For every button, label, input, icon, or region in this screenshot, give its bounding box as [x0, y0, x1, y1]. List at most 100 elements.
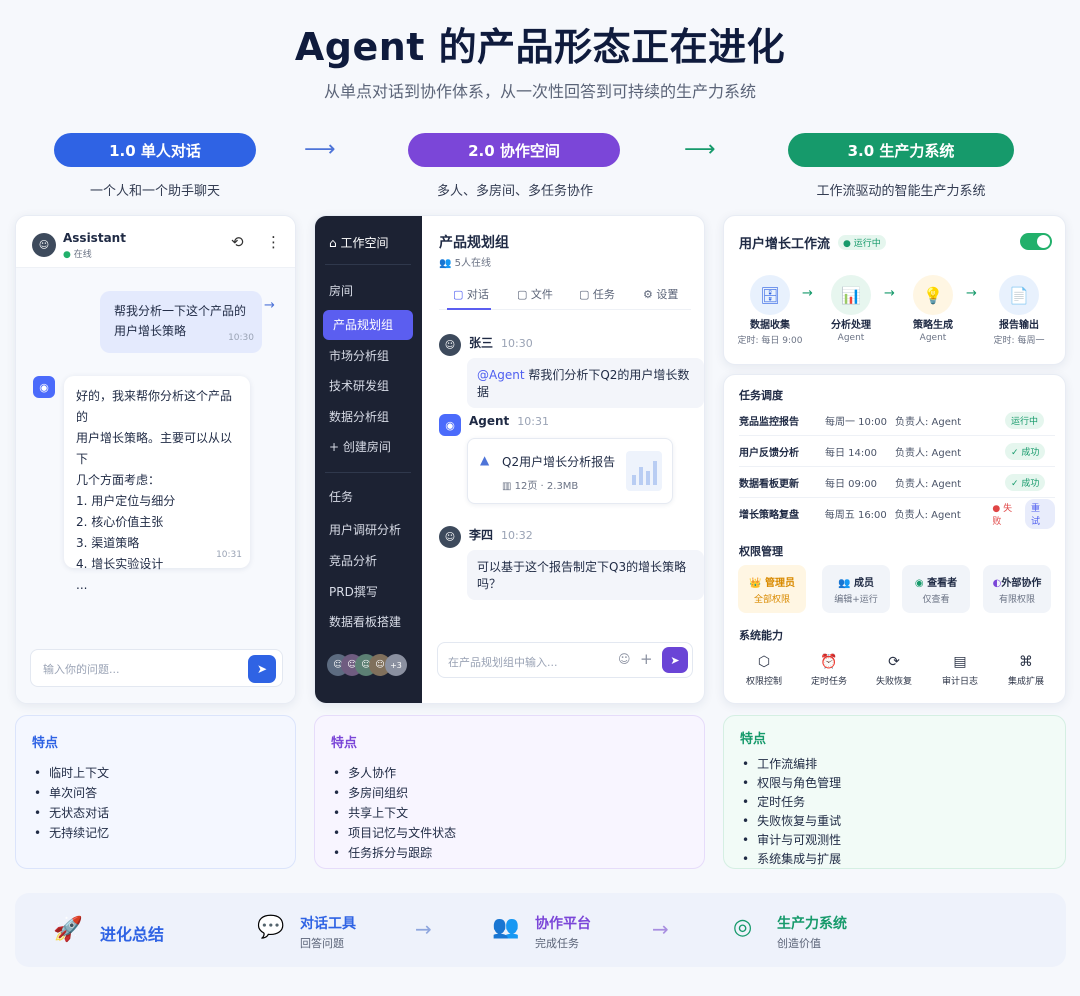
table-row[interactable]: 竞品监控报告 每周一 10:00 负责人: Agent 运行中	[739, 405, 1055, 436]
schedule-title: 任务调度	[739, 389, 783, 402]
page-subtitle: 从单点对话到协作体系，从一次性回答到可持续的生产力系统	[323, 82, 756, 101]
eye-icon: ◉	[914, 578, 924, 589]
list-item: 临时上下文	[34, 763, 295, 783]
stage-arrow-2: ⟶	[684, 137, 716, 162]
sidebar-item-room-1[interactable]: 产品规划组	[323, 310, 413, 340]
list-item: 无持续记忆	[34, 823, 295, 843]
status-badge: ✓ 成功	[1005, 473, 1046, 491]
table-row[interactable]: 用户反馈分析 每日 14:00 负责人: Agent ✓ 成功	[739, 436, 1055, 467]
list-item: 单次问答	[34, 783, 295, 803]
room-input[interactable]: 在产品规划组中输入... ☺ + ➤	[437, 642, 693, 678]
stage-3-pill: 3.0 生产力系统	[788, 133, 1014, 167]
sidebar-item-task-4[interactable]: 数据看板搭建	[329, 615, 402, 629]
database-icon: 🗄	[750, 275, 790, 315]
arrow-icon: →	[884, 286, 895, 301]
cap-integration[interactable]: ⌘集成扩展	[994, 654, 1058, 687]
perm-title: 权限管理	[739, 545, 783, 558]
integration-icon: ⌘	[1019, 654, 1033, 670]
retry-button[interactable]: 重试	[1025, 498, 1055, 529]
cap-recovery[interactable]: ⟳失败恢复	[862, 654, 926, 687]
workflow-node-label: 报告输出	[999, 320, 1039, 331]
more-icon[interactable]: ⋮	[266, 233, 281, 251]
send-button[interactable]: ➤	[662, 647, 688, 673]
status-badge: ● 运行中	[838, 235, 886, 250]
refresh-icon: ⟳	[888, 654, 900, 670]
history-icon[interactable]: ⟲	[231, 233, 244, 251]
file-name: Q2用户增长分析报告	[502, 455, 616, 469]
tab-settings[interactable]: ⚙ 设置	[643, 288, 679, 301]
room-title: 产品规划组	[439, 235, 509, 251]
schedule-table: 竞品监控报告 每周一 10:00 负责人: Agent 运行中 用户反馈分析 每…	[739, 405, 1055, 529]
list-item: 多房间组织	[333, 783, 704, 803]
table-row[interactable]: 数据看板更新 每日 09:00 负责人: Agent ✓ 成功	[739, 467, 1055, 498]
analytics-icon: 📊	[831, 275, 871, 315]
tab-chat[interactable]: ▢ 对话	[453, 288, 489, 301]
status-badge: ● 失败	[992, 503, 1013, 527]
chat-input[interactable]: 输入你的问题... ➤	[30, 649, 283, 687]
workflow-node-sub: Agent	[837, 333, 865, 343]
rocket-icon: 🚀	[53, 915, 83, 943]
cap-access-control[interactable]: ⬡权限控制	[732, 654, 796, 687]
status-badge: 运行中	[1005, 411, 1045, 429]
sidebar-item-task-1[interactable]: 用户调研分析	[329, 523, 402, 537]
member-avatars: ☺ ☺ ☺ ☺ +3	[327, 654, 423, 676]
tasks-heading: 任务	[329, 490, 354, 504]
emoji-icon[interactable]: ☺	[618, 652, 631, 666]
sidebar-item-room-4[interactable]: 数据分析组	[329, 410, 390, 424]
summary-step-1: 对话工具 回答问题	[300, 916, 356, 950]
cap-audit[interactable]: ▤审计日志	[928, 654, 992, 687]
workspace-panel: ⌂ 工作空间 房间 产品规划组 市场分析组 技术研发组 数据分析组 + 创建房间…	[314, 215, 705, 704]
summary-title: 进化总结	[100, 925, 165, 944]
file-icon: ▲	[480, 453, 490, 467]
robot-icon: ◉	[439, 414, 461, 436]
plus-icon[interactable]: +	[640, 650, 653, 668]
status-badge: ✓ 成功	[1005, 442, 1046, 460]
perm-member[interactable]: 👥 成员 编辑+运行	[822, 565, 890, 613]
sidebar-item-task-2[interactable]: 竞品分析	[329, 554, 378, 568]
tab-files[interactable]: ▢ 文件	[517, 288, 553, 301]
bot-message-time: 10:31	[216, 550, 242, 560]
tab-tasks[interactable]: ▢ 任务	[579, 288, 615, 301]
file-attachment[interactable]: ▲ Q2用户增长分析报告 ▥ 12页 · 2.3MB	[467, 438, 673, 504]
sidebar-item-room-3[interactable]: 技术研发组	[329, 379, 390, 393]
table-row[interactable]: 增长策略复盘 每周五 16:00 负责人: Agent ● 失败 重试	[739, 498, 1055, 529]
stage-2-pill: 2.0 协作空间	[408, 133, 620, 167]
page-title: Agent 的产品形态正在进化	[294, 25, 786, 69]
perm-admin[interactable]: 👑 管理员 全部权限	[738, 565, 806, 613]
rooms-heading: 房间	[329, 284, 354, 298]
list-item: 多人协作	[333, 763, 704, 783]
chat-panel: ☺ Assistant ● 在线 ⟲ ⋮ 帮我分析一下这个产品的用户增长策略 1…	[15, 215, 296, 704]
list-item: 权限与角色管理	[742, 774, 1065, 793]
workflow-node-label: 策略生成	[913, 320, 953, 331]
perm-external[interactable]: ◐外部协作 有限权限	[983, 565, 1051, 613]
log-icon: ▤	[953, 654, 967, 670]
chart-icon: ▥	[502, 481, 512, 492]
target-icon: ◎	[733, 915, 753, 940]
assistant-name: Assistant	[63, 231, 126, 245]
summary-step-3: 生产力系统 创造价值	[777, 916, 847, 950]
create-room-button[interactable]: + 创建房间	[329, 440, 391, 454]
sidebar-item-room-2[interactable]: 市场分析组	[329, 349, 390, 363]
cap-scheduled[interactable]: ⏰定时任务	[797, 654, 861, 687]
more-members-badge: +3	[385, 654, 407, 676]
list-item: 项目记忆与文件状态	[333, 823, 704, 843]
workspace-icon: ⌂	[329, 236, 337, 250]
send-button[interactable]: ➤	[248, 655, 276, 683]
summary-bar: 🚀 进化总结 💬 对话工具 回答问题 → 👥 协作平台 完成任务 → ◎ 生产力…	[15, 893, 1066, 967]
workflow-toggle[interactable]	[1020, 233, 1052, 250]
team-icon: 👥	[492, 915, 520, 940]
list-item: 审计与可观测性	[742, 831, 1065, 850]
avatar: ☺	[439, 526, 461, 548]
chat-input-placeholder: 输入你的问题...	[43, 663, 120, 676]
feature-title: 特点	[331, 736, 358, 751]
arrow-icon: →	[415, 917, 432, 941]
list-item: 共享上下文	[333, 803, 704, 823]
sidebar-item-task-3[interactable]: PRD撰写	[329, 585, 378, 599]
shield-icon: ⬡	[757, 654, 771, 670]
stage-2-desc: 多人、多房间、多任务协作	[436, 184, 593, 199]
chart-thumbnail-icon	[626, 451, 662, 491]
message-text: 可以基于这个报告制定下Q3的增长策略吗？	[467, 550, 704, 600]
perm-viewer[interactable]: ◉ 查看者 仅查看	[902, 565, 970, 613]
chat-bubble-icon: 💬	[257, 915, 285, 940]
